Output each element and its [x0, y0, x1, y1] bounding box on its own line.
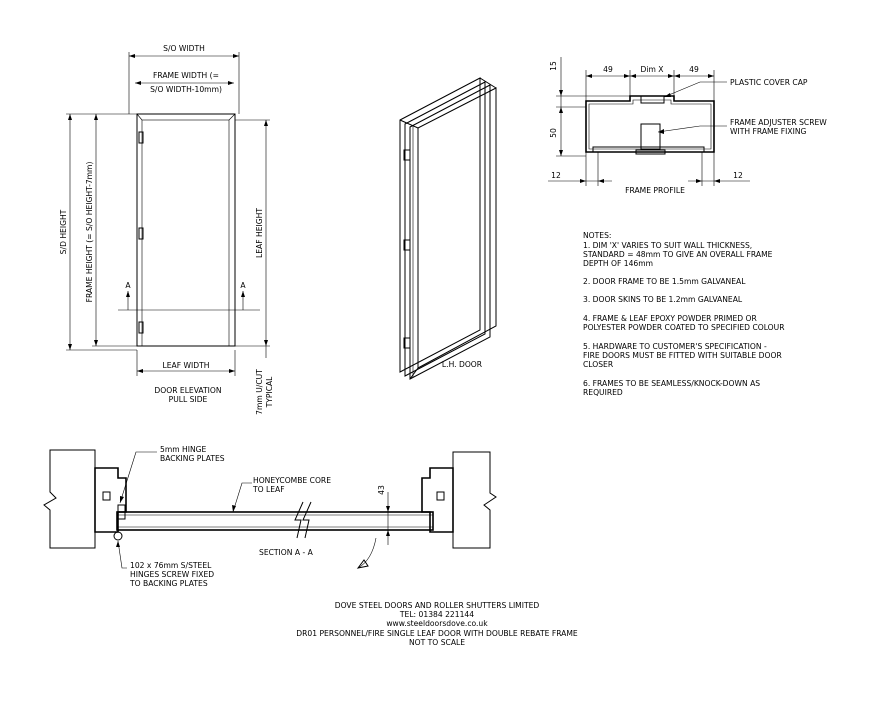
hinges-label-3: TO BACKING PLATES — [129, 579, 208, 588]
wall-right — [452, 451, 497, 549]
note-line: DEPTH OF 146mm — [583, 259, 653, 268]
note-line: 5. HARDWARE TO CUSTOMER'S SPECIFICATION … — [583, 342, 767, 351]
cover-cap-label: PLASTIC COVER CAP — [730, 78, 808, 87]
elevation-caption-1: DOOR ELEVATION — [154, 386, 221, 395]
note-line: FIRE DOORS MUST BE FITTED WITH SUITABLE … — [583, 351, 782, 360]
dim-x: Dim X — [641, 65, 664, 74]
note-line: 3. DOOR SKINS TO BE 1.2mm GALVANEAL — [583, 295, 743, 304]
dim-12-left: 12 — [551, 171, 561, 180]
frame-profile-caption: FRAME PROFILE — [625, 186, 685, 195]
dim-43: 43 — [377, 485, 386, 495]
section-mark-left: A — [125, 281, 131, 290]
hinge-top — [138, 131, 144, 144]
so-width-label: S/O WIDTH — [163, 44, 205, 53]
notes-title: NOTES: — [583, 231, 611, 240]
section-mark-right: A — [240, 281, 246, 290]
elevation-caption-2: PULL SIDE — [169, 395, 208, 404]
frame-width-label-2: S/O WIDTH-10mm) — [150, 85, 222, 94]
note-line: STANDARD = 48mm TO GIVE AN OVERALL FRAME — [583, 250, 773, 259]
note-line: 2. DOOR FRAME TO BE 1.5mm GALVANEAL — [583, 277, 746, 286]
door-leaf-section — [116, 511, 434, 531]
honeycomb-label-1: HONEYCOMBE CORE — [253, 476, 331, 485]
hinge-mid — [138, 227, 144, 240]
hinges-label-1: 102 x 76mm S/STEEL — [130, 561, 212, 570]
dim-49-left: 49 — [603, 65, 613, 74]
hinge-plates-label-1: 5mm HINGE — [160, 445, 207, 454]
notes: NOTES: 1. DIM 'X' VARIES TO SUIT WALL TH… — [583, 231, 785, 397]
iso-hinge-top — [403, 149, 411, 161]
undercut-label-2: TYPICAL — [265, 376, 274, 409]
wall-left — [43, 449, 96, 549]
drawing-scale: NOT TO SCALE — [409, 638, 465, 647]
frame-width-label-1: FRAME WIDTH (= — [153, 71, 219, 80]
iso-door-caption: L.H. DOOR — [442, 360, 483, 369]
note-line: 6. FRAMES TO BE SEAMLESS/KNOCK-DOWN AS — [583, 379, 760, 388]
leaf-width-label: LEAF WIDTH — [163, 361, 210, 370]
door-frame-outline — [136, 113, 236, 347]
iso-hinge-mid — [403, 239, 411, 251]
dim-50: 50 — [549, 128, 558, 138]
cover-cap-shape — [640, 95, 665, 104]
frame-profile: 49 Dim X 49 15 50 12 12 PLASTIC COVER CA… — [548, 57, 827, 195]
note-line: CLOSER — [583, 360, 614, 369]
frame-height-label: FRAME HEIGHT (= S/O HEIGHT-7mm) — [85, 162, 94, 303]
hinge-knuckle — [113, 531, 123, 541]
door-leaf-outline — [141, 119, 230, 347]
hinge-plates-label-2: BACKING PLATES — [160, 454, 225, 463]
company-name: DOVE STEEL DOORS AND ROLLER SHUTTERS LIM… — [335, 601, 540, 610]
title-block: DOVE STEEL DOORS AND ROLLER SHUTTERS LIM… — [296, 601, 578, 647]
note-line: 1. DIM 'X' VARIES TO SUIT WALL THICKNESS… — [583, 241, 752, 250]
company-tel: TEL: 01384 221144 — [399, 610, 474, 619]
honeycomb-label-2: TO LEAF — [252, 485, 285, 494]
dim-12-right: 12 — [733, 171, 743, 180]
adjuster-label-1: FRAME ADJUSTER SCREW — [730, 118, 827, 127]
undercut-label-1: 7mm U/CUT — [255, 369, 264, 415]
company-web: www.steeldoorsdove.co.uk — [386, 619, 488, 628]
hinges-label-2: HINGES SCREW FIXED — [130, 570, 214, 579]
dim-15: 15 — [549, 61, 558, 71]
hinge-bottom — [138, 321, 144, 334]
leaf-height-label: LEAF HEIGHT — [255, 208, 264, 258]
iso-hinge-bottom — [403, 337, 411, 349]
note-line: REQUIRED — [583, 388, 623, 397]
adjuster-label-2: WITH FRAME FIXING — [730, 127, 807, 136]
isometric-door: L.H. DOOR — [399, 77, 497, 380]
door-elevation: S/O WIDTH FRAME WIDTH (= S/O WIDTH-10mm)… — [59, 44, 274, 415]
section-a-a: 43 5mm HINGE BACKING PLATES HONEYCOMBE C… — [43, 445, 497, 588]
drawing-title: DR01 PERSONNEL/FIRE SINGLE LEAF DOOR WIT… — [296, 629, 578, 638]
so-height-label: S/D HEIGHT — [59, 209, 68, 254]
note-line: POLYESTER POWDER COATED TO SPECIFIED COL… — [583, 323, 785, 332]
adjuster-screw-shape — [640, 123, 661, 150]
section-caption: SECTION A - A — [259, 548, 314, 557]
dim-49-right: 49 — [689, 65, 699, 74]
note-line: 4. FRAME & LEAF EPOXY POWDER PRIMED OR — [583, 314, 758, 323]
